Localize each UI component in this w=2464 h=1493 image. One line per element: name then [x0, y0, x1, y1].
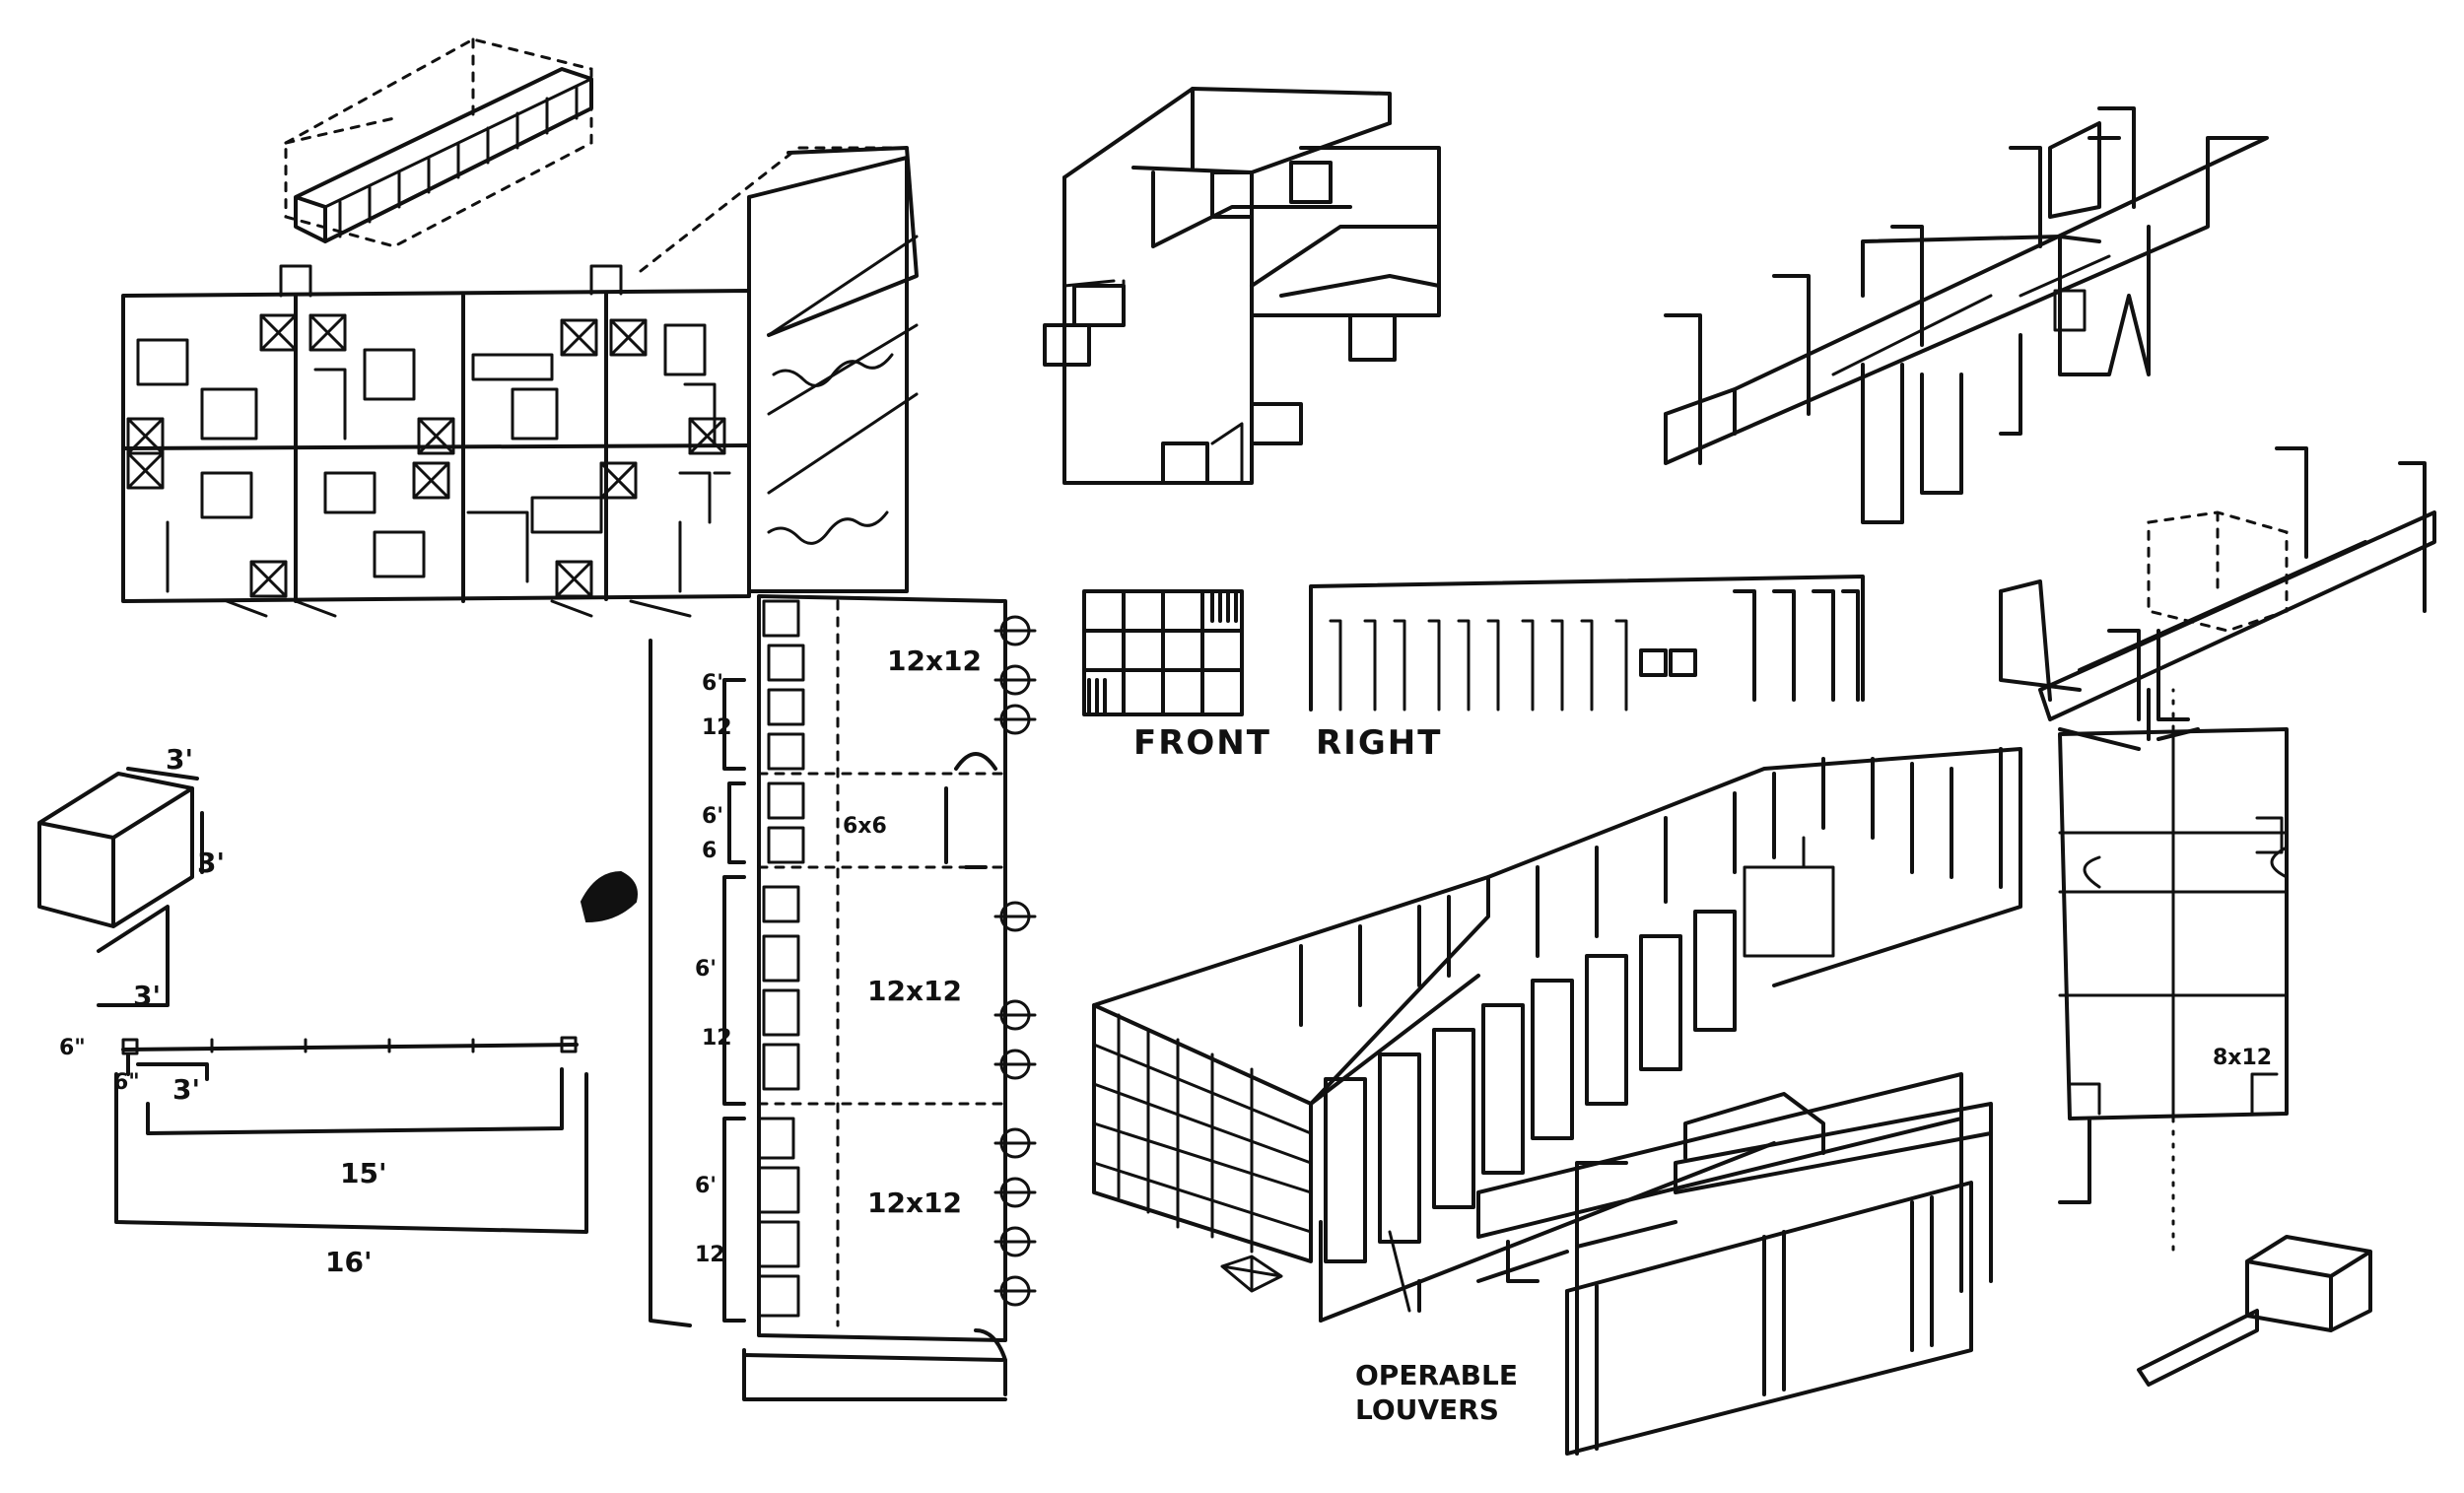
stacked-module-sketch — [1043, 87, 1441, 485]
plan-room-3: 12x12 — [867, 975, 962, 1007]
louvers-callout-line2: LOUVERS — [1355, 1393, 1499, 1426]
dimension-strip: 6" 6" 3' 15' 16' — [59, 1036, 588, 1278]
cube-height-label: 3' — [197, 847, 225, 879]
strip-offset-label-2: 6" — [113, 1070, 140, 1095]
post-beam-sketch — [1664, 106, 2269, 524]
plan-dim-2: 12 — [702, 715, 732, 740]
front-elevation: FRONT — [1082, 589, 1271, 763]
module-cube: 3' 3' 3' — [37, 743, 225, 1012]
plan-dim-1: 6' — [702, 671, 723, 696]
roof-beam-sketch — [284, 37, 593, 248]
plan-room-1: 12x12 — [887, 645, 982, 677]
cube-depth-label: 3' — [133, 980, 161, 1012]
strip-module-label: 3' — [172, 1073, 200, 1106]
strip-inner-label: 15' — [340, 1157, 387, 1189]
plan-dim-8: 12 — [695, 1243, 725, 1267]
plan-room-4: 12x12 — [867, 1187, 962, 1219]
plan-room-2: 6x6 — [843, 814, 887, 839]
modular-block-elevation — [121, 37, 919, 618]
plan-dim-5: 6' — [695, 957, 717, 982]
plan-dim-3: 6' — [702, 804, 723, 829]
right-plan-room-label: 8x12 — [2213, 1046, 2272, 1070]
cube-width-label: 3' — [166, 743, 193, 776]
right-post-beam-sketch — [1999, 446, 2436, 751]
front-label: FRONT — [1133, 723, 1271, 763]
strip-overall-label: 16' — [325, 1246, 373, 1278]
small-box-sketch — [2137, 1235, 2372, 1387]
plan-dim-6: 12 — [702, 1026, 732, 1051]
plan-dim-4: 6 — [702, 839, 717, 863]
louvers-callout-line1: OPERABLE — [1355, 1359, 1518, 1391]
right-label: RIGHT — [1316, 723, 1442, 763]
strip-offset-label: 6" — [59, 1036, 86, 1060]
block-side-wall — [639, 146, 919, 593]
right-elevation: RIGHT — [1309, 575, 1865, 763]
louvered-pavilion: OPERABLE LOUVERS — [1092, 747, 2022, 1456]
floor-plan: 12x12 6x6 12x12 12x12 6' 12 6' 6 6' 12 6… — [649, 594, 1037, 1401]
scribble-mark — [580, 870, 638, 923]
plan-dim-7: 6' — [695, 1174, 717, 1198]
block-front-grid — [121, 264, 751, 618]
right-plan: 8x12 — [2058, 688, 2289, 1254]
